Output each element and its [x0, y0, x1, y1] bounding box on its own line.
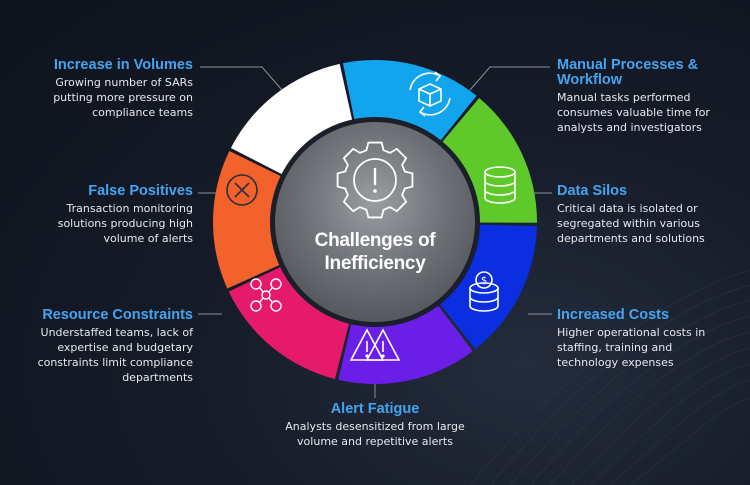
- segment-shape: [213, 151, 284, 289]
- center-title: Challenges of Inefficiency: [295, 229, 455, 275]
- desc-line: volume and repetitive alerts: [297, 435, 453, 448]
- desc-line: Critical data is isolated or: [557, 202, 698, 215]
- center-title-line1: Challenges of: [314, 230, 436, 251]
- segment-increased-costs: $: [338, 271, 499, 384]
- label-data-silos: Data Silos Critical data is isolated or …: [557, 184, 747, 246]
- segment-alert-fatigue: [228, 265, 401, 379]
- desc-line: Manual tasks performed: [557, 91, 691, 104]
- segment-shape: [440, 97, 537, 223]
- label-title: False Positives: [88, 183, 193, 199]
- desc-line: expertise and budgetary: [57, 341, 193, 354]
- label-title: Increased Costs: [557, 307, 670, 323]
- team-network-icon: [250, 278, 282, 312]
- label-increased-costs: Increased Costs Higher operational costs…: [557, 308, 747, 370]
- desc-line: segregated within various: [557, 217, 700, 230]
- label-title: Data Silos: [557, 183, 628, 199]
- box-cycle-icon: [409, 71, 451, 117]
- center-title-line2: Inefficiency: [324, 253, 426, 274]
- desc-line: solutions producing high: [57, 217, 193, 230]
- desc-line: Higher operational costs in: [557, 326, 706, 339]
- label-title: Alert Fatigue: [330, 401, 420, 417]
- x-circle-icon: [226, 174, 258, 206]
- warning-icon: [349, 328, 401, 361]
- segment-shape: [230, 63, 353, 176]
- label-description: Higher operational costs in staffing, tr…: [557, 325, 747, 370]
- title-line: Workflow: [557, 72, 622, 88]
- desc-line: compliance teams: [92, 106, 193, 119]
- label-description: Understaffed teams, lack of expertise an…: [10, 325, 193, 385]
- desc-line: Growing number of SARs: [55, 76, 193, 89]
- gear-alert-icon: [336, 141, 414, 219]
- label-description: Analysts desensitized from large volume …: [250, 419, 500, 449]
- desc-line: technology expenses: [557, 356, 674, 369]
- desc-line: analysts and investigators: [557, 121, 702, 134]
- segment-shape: [338, 303, 473, 384]
- desc-line: Analysts desensitized from large: [285, 420, 465, 433]
- segment-shape: [228, 265, 350, 379]
- label-description: Manual tasks performed consumes valuable…: [557, 90, 747, 135]
- label-manual-processes: Manual Processes & Workflow Manual tasks…: [557, 58, 747, 135]
- desc-line: departments and solutions: [557, 232, 705, 245]
- coins-icon: $: [469, 271, 499, 312]
- desc-line: volume of alerts: [103, 232, 193, 245]
- label-description: Transaction monitoring solutions produci…: [10, 201, 193, 246]
- label-false-positives: False Positives Transaction monitoring s…: [10, 184, 193, 246]
- segment-resource-constraints: [213, 151, 284, 312]
- desc-line: Transaction monitoring: [66, 202, 193, 215]
- desc-line: consumes valuable time for: [557, 106, 710, 119]
- label-title: Resource Constraints: [42, 307, 193, 323]
- label-alert-fatigue: Alert Fatigue Analysts desensitized from…: [250, 402, 500, 449]
- center-disc: [275, 122, 475, 322]
- segment-false-positives: [226, 63, 353, 206]
- label-title: Manual Processes & Workflow: [557, 58, 747, 88]
- desc-line: putting more pressure on: [53, 91, 193, 104]
- label-increase-in-volumes: Increase in Volumes Growing number of SA…: [10, 58, 193, 120]
- segment-manual-processes: [409, 71, 537, 223]
- desc-line: staffing, training and: [557, 341, 673, 354]
- label-title: Increase in Volumes: [53, 57, 193, 73]
- desc-line: departments: [122, 371, 193, 384]
- label-description: Critical data is isolated or segregated …: [557, 201, 747, 246]
- title-line: Manual Processes &: [557, 57, 699, 73]
- database-icon: [484, 166, 516, 204]
- desc-line: constraints limit compliance: [37, 356, 193, 369]
- desc-line: Understaffed teams, lack of: [40, 326, 193, 339]
- label-resource-constraints: Resource Constraints Understaffed teams,…: [10, 308, 193, 385]
- segment-shape: [342, 59, 477, 143]
- svg-text:$: $: [481, 276, 487, 287]
- label-description: Growing number of SARs putting more pres…: [10, 75, 193, 120]
